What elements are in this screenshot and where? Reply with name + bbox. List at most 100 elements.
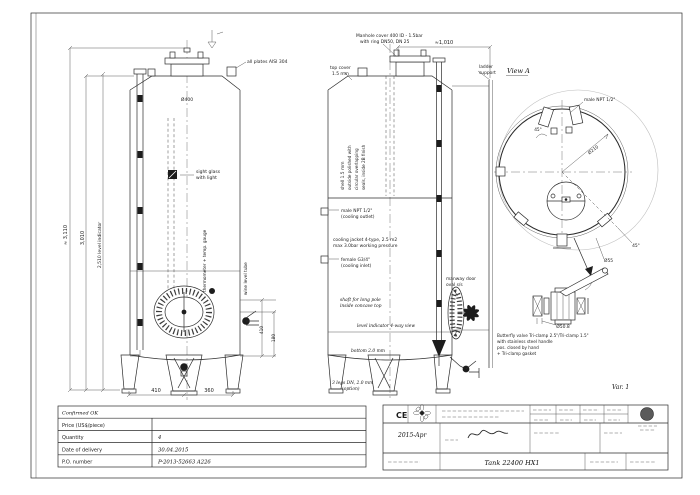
dimension-lines-left: [67, 45, 277, 398]
order-row-value-3: 30.04.2015: [158, 447, 189, 453]
dim-shell-height: 3,010: [80, 231, 86, 245]
stamp-logo: [638, 407, 657, 431]
titleblock-date: 2015-Apr: [397, 432, 427, 439]
dim-manhole-dia: Ø400: [181, 96, 193, 103]
tank-legs-left-view: [120, 354, 244, 396]
note-level-indicator: level indicator 4-way view: [357, 324, 415, 329]
label-manway-door-line1: manway door: [446, 276, 476, 282]
level-indicator-tube: [130, 68, 147, 357]
45deg-construction-line: [561, 171, 619, 229]
label-sight-glass-line1: sight glass: [196, 169, 221, 175]
dim-45deg-bottom: 45°: [632, 243, 640, 249]
leaders-bottom-right: [595, 227, 633, 260]
level-rod: [432, 57, 446, 366]
label-wine-level-tube: wine level tube: [243, 262, 249, 295]
manhole-left-view: [164, 47, 210, 77]
label-ladder-line2: support: [479, 70, 496, 76]
titleblock-ce-mark: CE: [396, 411, 407, 420]
note-bottom-thickness: bottom 2.0 mm: [351, 349, 385, 354]
order-row-label-0: Confirmed OK: [62, 411, 98, 417]
side-port-plan: [495, 166, 506, 177]
dim-total-height: ≈ 3,110: [63, 225, 69, 245]
bottom-outlet-valve: [449, 356, 480, 378]
ladder: [452, 80, 493, 368]
internal-dip-tube: [167, 118, 175, 290]
thermometer-boss: [209, 288, 215, 294]
label-manway-door-line2: oval s/s: [446, 282, 463, 288]
note-shell-line1: shell 1.5 mm: [340, 161, 346, 190]
note-shell-line4: seals, inside 2B finish: [361, 144, 366, 190]
manhole-middle-view: [389, 49, 431, 77]
note-npt-outlet-line2: (cooling outlet): [341, 214, 375, 220]
titleblock-misc-text: [388, 432, 656, 463]
note-manhole-cover-line1: Manhole cover 400 ID - 1.5bar: [356, 33, 423, 39]
order-row-label-4: P.O. number: [62, 460, 93, 466]
note-inlet-line1: female G3/4": [341, 257, 370, 263]
dim-dia-210: Ø210: [586, 143, 600, 156]
cooling-outlet-nozzle: [320, 207, 329, 216]
label-top-cover-line2: 1.5 mm: [332, 71, 349, 77]
bottom-side-valve: [242, 310, 259, 326]
crosshair: [494, 100, 632, 248]
tank-legs-middle-view: [327, 354, 453, 396]
dim-right-410: 410: [259, 326, 265, 334]
note-plates: all plates AISI 304: [247, 59, 288, 65]
view-a-title: View A: [507, 67, 530, 75]
note-legs-line1: 3 legs DN, 2.0 mm: [332, 381, 373, 386]
wing-handle: [462, 304, 480, 322]
order-row-label-1: Price (US$/piece): [62, 423, 105, 429]
note-valve-line2: with stainless steel handle: [497, 339, 553, 344]
note-shaft-line2: inside concave top: [340, 304, 382, 309]
level-symbol: [207, 30, 224, 49]
order-row-label-3: Date of delivery: [62, 447, 102, 453]
dim-dia-508: Ø50.8: [556, 323, 570, 330]
note-valve-line4: + Tri-clamp gasket: [497, 351, 537, 356]
cooling-inlet-nozzle: [320, 255, 329, 264]
note-cooling-jacket-line2: max 3.0bar working pressure: [333, 243, 398, 249]
oval-manway: [153, 285, 215, 339]
dim-right-180: 180: [271, 334, 277, 342]
left-elevation-view: [67, 30, 277, 400]
middle-elevation-view: [320, 43, 493, 400]
valve-handle: [559, 267, 609, 297]
butterfly-valve: [532, 267, 609, 325]
titleblock-title: Tank 22400 HX1: [484, 459, 539, 467]
dim-45deg-top: 45°: [534, 127, 542, 133]
note-legs-line2: (option): [342, 387, 360, 392]
top-nozzles-plan: [535, 101, 584, 139]
note-valve-line1: Butterfly valve Tri-clamp 2.5"/Tri-clamp…: [497, 333, 589, 338]
dim-level-indicator: 2,510 level indicator: [97, 222, 103, 268]
manway-door-side-view: [447, 286, 480, 340]
dim-line-1010: [395, 44, 493, 78]
bottom-drain: [180, 363, 188, 377]
label-sight-glass-line2: with light: [196, 175, 217, 181]
note-cooling-jacket-line1: cooling jacket 4-type, 2.5 m2: [333, 237, 397, 243]
internal-pipe-middle: [385, 76, 395, 196]
manhole-plan: [546, 181, 586, 221]
order-row-value-2: 4: [157, 435, 161, 441]
manhole-note-leader: [382, 43, 397, 57]
dim-dia-55: Ø55: [604, 257, 613, 264]
variant-label: Var. 1: [612, 384, 629, 391]
company-name-text: [442, 410, 524, 418]
sight-glass-fitting: [168, 170, 194, 179]
label-thermometer: thermometer + temp. gauge: [202, 229, 208, 292]
order-row-value-4: P-2013-52663 A226: [157, 460, 211, 466]
signature: [467, 429, 509, 439]
rod-arrow: [432, 340, 446, 357]
note-npt-outlet-line1: male NPT 1/2": [341, 208, 372, 214]
company-flower-logo: [413, 404, 431, 422]
label-ladder-line1: ladder: [479, 64, 493, 70]
label-npt-topview: male NPT 1/2": [584, 97, 615, 103]
note-shell-line3: circular overlapping: [354, 148, 359, 190]
dim-leg-410: 410: [151, 388, 161, 394]
order-table: [57, 405, 367, 468]
note-shell-line2: outside polished with: [347, 145, 352, 190]
note-shaft-line1: shaft for long pole: [340, 298, 381, 303]
bottom-nozzles-plan: [513, 211, 613, 249]
sheet-frame: [30, 12, 683, 479]
